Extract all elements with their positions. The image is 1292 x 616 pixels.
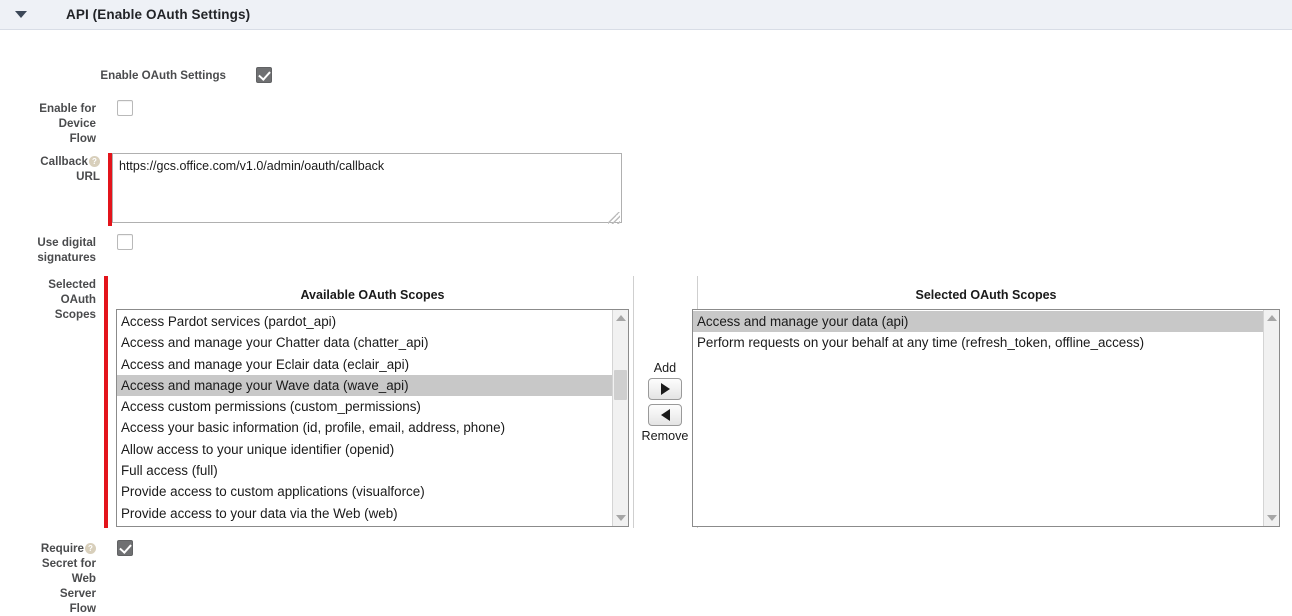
field-row-enable-oauth-settings: Enable OAuth Settings <box>0 67 300 83</box>
label-line: Secret for <box>41 557 96 570</box>
arrow-left-icon <box>660 409 670 421</box>
label-line: Web <box>71 572 96 585</box>
field-row-enable-for-device-flow: Enable for Device Flow <box>0 100 133 146</box>
available-option-list[interactable]: Access Pardot services (pardot_api) Acces… <box>117 310 612 526</box>
enable-oauth-settings-checkbox[interactable] <box>256 67 272 83</box>
page-title: API (Enable OAuth Settings) <box>66 7 251 22</box>
label-line: Device <box>58 117 96 130</box>
callback-url-label: Callback? URL <box>0 153 100 184</box>
available-oauth-scopes-panel: Available OAuth Scopes Access Pardot ser… <box>116 288 629 527</box>
list-item[interactable]: Provide access to custom applications (v… <box>121 484 425 500</box>
required-field-marker <box>108 153 112 226</box>
callback-url-input[interactable]: https://gcs.office.com/v1.0/admin/oauth/… <box>112 153 622 223</box>
use-digital-signatures-checkbox[interactable] <box>117 234 133 250</box>
label-line: Selected <box>48 278 96 291</box>
label-line-with-help: Callback? <box>0 154 100 169</box>
require-secret-web-server-flow-label: Require? Secret for Web Server Flow <box>0 540 96 616</box>
label-line: Enable for <box>39 102 96 115</box>
section-header: API (Enable OAuth Settings) <box>0 0 1292 30</box>
label-line: Use digital <box>37 236 96 249</box>
list-item[interactable]: Full access (full) <box>121 463 218 479</box>
enable-for-device-flow-label: Enable for Device Flow <box>0 100 96 146</box>
label-line: Flow <box>69 132 96 145</box>
picker-transfer-controls: Add Remove <box>634 360 696 444</box>
required-field-marker <box>104 276 108 528</box>
label-line: Require <box>40 542 84 555</box>
caret-down-glyph <box>15 11 27 18</box>
label-line-with-help: Require? <box>0 541 96 556</box>
scroll-up-arrow-icon[interactable] <box>1264 310 1279 326</box>
label-line: Callback <box>40 155 88 168</box>
available-oauth-scopes-heading: Available OAuth Scopes <box>300 288 445 302</box>
field-row-use-digital-signatures: Use digital signatures <box>0 234 133 265</box>
add-button[interactable] <box>648 378 682 400</box>
arrow-right-icon <box>660 383 670 395</box>
field-row-selected-oauth-scopes: Selected OAuth Scopes <box>0 276 108 528</box>
label-line: OAuth <box>60 293 96 306</box>
selected-oauth-scopes-heading: Selected OAuth Scopes <box>915 288 1057 302</box>
list-item[interactable]: Access and manage your data (api) <box>693 311 1263 333</box>
available-oauth-scopes-listbox[interactable]: Access Pardot services (pardot_api) Acces… <box>116 309 629 527</box>
scroll-down-arrow-icon[interactable] <box>613 510 628 526</box>
label-line: Scopes <box>54 308 96 321</box>
field-row-require-secret-web-server-flow: Require? Secret for Web Server Flow <box>0 540 133 616</box>
field-row-callback-url: Callback? URL https://gcs.office.com/v1.… <box>0 153 622 226</box>
selected-oauth-scopes-listbox[interactable]: Access and manage your data (api) Perform… <box>692 309 1280 527</box>
list-item[interactable]: Access your basic information (id, profi… <box>121 420 506 436</box>
selected-scrollbar[interactable] <box>1263 310 1279 526</box>
list-item[interactable]: Allow access to your unique identifier (… <box>121 441 395 457</box>
selected-oauth-scopes-label: Selected OAuth Scopes <box>0 276 96 322</box>
label-line: Flow <box>69 602 96 615</box>
use-digital-signatures-label: Use digital signatures <box>0 234 96 265</box>
selected-option-list[interactable]: Access and manage your data (api) Perform… <box>693 310 1263 526</box>
enable-oauth-settings-label: Enable OAuth Settings <box>100 69 226 82</box>
callback-url-input-wrap: https://gcs.office.com/v1.0/admin/oauth/… <box>112 153 622 226</box>
caret-down-icon[interactable] <box>10 4 32 26</box>
add-button-label: Add <box>653 361 677 375</box>
remove-button[interactable] <box>648 404 682 426</box>
remove-button-label: Remove <box>641 429 689 443</box>
list-item[interactable]: Access and manage your Wave data (wave_a… <box>117 374 612 397</box>
list-item[interactable]: Access and manage your Chatter data (cha… <box>121 335 429 351</box>
label-line: signatures <box>37 251 96 264</box>
enable-for-device-flow-checkbox[interactable] <box>117 100 133 116</box>
selected-oauth-scopes-panel: Selected OAuth Scopes Access and manage … <box>692 288 1280 527</box>
label-line: URL <box>76 170 100 183</box>
label-line: Server <box>59 587 96 600</box>
scroll-down-arrow-icon[interactable] <box>1264 510 1279 526</box>
list-item[interactable]: Access and manage your Eclair data (ecla… <box>121 356 410 372</box>
list-item[interactable]: Provide access to your data via the Web … <box>121 505 398 521</box>
list-item[interactable]: Access custom permissions (custom_permis… <box>121 399 421 415</box>
available-scrollbar[interactable] <box>612 310 628 526</box>
scroll-up-arrow-icon[interactable] <box>613 310 628 326</box>
picker-divider-left <box>633 276 634 528</box>
list-item[interactable]: Access Pardot services (pardot_api) <box>121 314 337 329</box>
require-secret-web-server-flow-checkbox[interactable] <box>117 540 133 556</box>
scrollbar-thumb[interactable] <box>614 370 627 400</box>
list-item[interactable]: Perform requests on your behalf at any t… <box>697 335 1145 351</box>
help-question-icon[interactable]: ? <box>89 156 100 167</box>
help-question-icon[interactable]: ? <box>85 543 96 554</box>
